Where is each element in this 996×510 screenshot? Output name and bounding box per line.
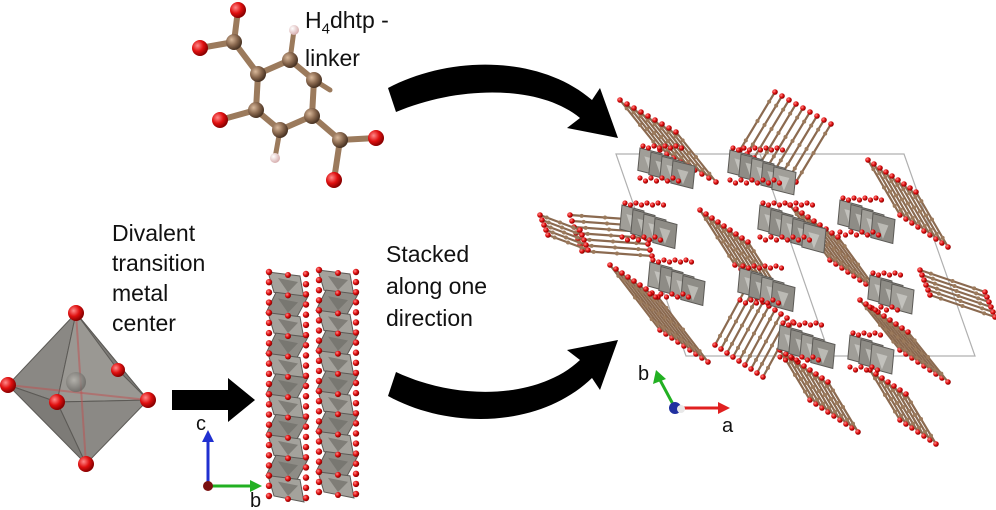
axis-label-c: c xyxy=(196,413,206,435)
linker-label-line1: H4dhtp - xyxy=(305,7,389,38)
stack-label-line2: along one xyxy=(386,273,488,299)
metal-label-line4: center xyxy=(112,310,176,336)
stack-label-line3: direction xyxy=(386,305,473,331)
axis-label-b: b xyxy=(250,490,261,510)
stacked-label: Stacked along one direction xyxy=(386,238,487,334)
axis-label-b-framework: b xyxy=(638,363,649,385)
metal-label-line1: Divalent xyxy=(112,220,196,246)
metal-label-line2: transition xyxy=(112,250,206,276)
axis-label-a: a xyxy=(722,415,734,437)
metal-octahedron xyxy=(0,305,156,472)
mof-framework-structure xyxy=(537,89,996,447)
curved-arrow-icon xyxy=(388,340,618,419)
axes-chain-indicator: c b xyxy=(196,413,262,510)
linker-label: H4dhtp - linker xyxy=(305,6,389,72)
axes-framework-indicator: b a xyxy=(638,363,734,437)
linker-label-line2: linker xyxy=(305,44,360,71)
metal-label-line3: metal xyxy=(112,280,169,306)
stacked-chains xyxy=(265,266,360,503)
stack-label-line1: Stacked xyxy=(386,241,470,267)
curved-arrow-icon xyxy=(388,64,618,138)
straight-arrow-icon xyxy=(172,378,255,422)
metal-center-label: Divalent transition metal center xyxy=(112,218,205,338)
h4dhtp-linker-molecule xyxy=(192,2,384,188)
